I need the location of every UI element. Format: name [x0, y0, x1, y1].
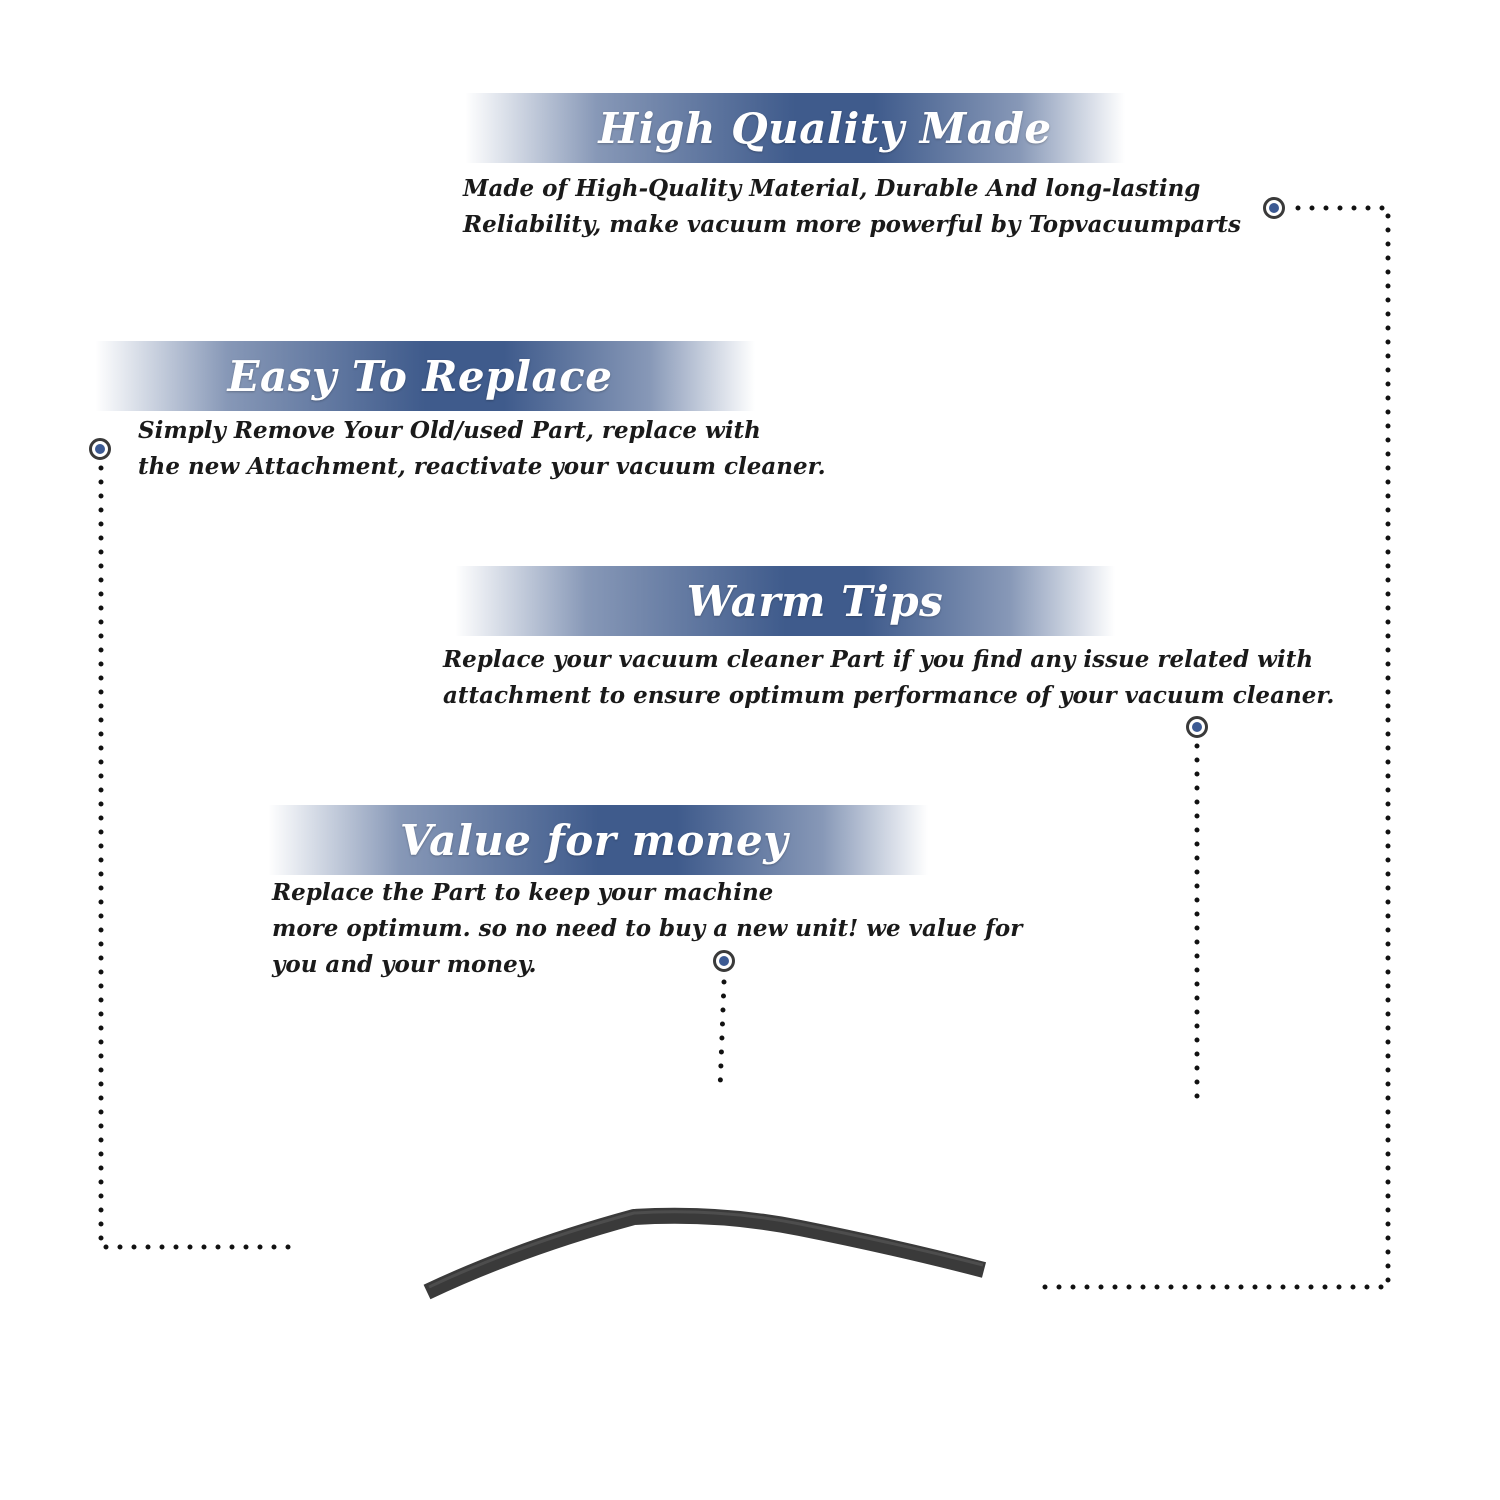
- description-line: you and your money.: [272, 951, 537, 978]
- banner-easy-replace: Easy To Replace: [95, 341, 755, 411]
- section-title: Easy To Replace: [227, 351, 613, 401]
- banner-warm-tips: Warm Tips: [455, 566, 1115, 636]
- description-line: the new Attachment, reactivate your vacu…: [138, 453, 826, 480]
- target-dot-icon: [89, 438, 111, 460]
- section-description: Replace your vacuum cleaner Part if you …: [443, 642, 1334, 714]
- section-title: High Quality Made: [598, 103, 1052, 153]
- section-description: Made of High-Quality Material, Durable A…: [463, 171, 1241, 243]
- description-line: Replace your vacuum cleaner Part if you …: [443, 646, 1314, 673]
- target-dot-icon: [1263, 197, 1285, 219]
- connector-value-money: [717, 979, 727, 1093]
- connector-easy-replace: [98, 465, 298, 1250]
- target-dot-icon: [713, 950, 735, 972]
- section-title: Value for money: [399, 815, 789, 865]
- description-line: Made of High-Quality Material, Durable A…: [463, 175, 1201, 202]
- description-line: more optimum. so no need to buy a new un…: [272, 915, 1023, 942]
- description-line: attachment to ensure optimum performance…: [443, 682, 1335, 709]
- target-dot-icon: [1186, 716, 1208, 738]
- banner-high-quality: High Quality Made: [465, 93, 1125, 163]
- section-description: Simply Remove Your Old/used Part, replac…: [138, 413, 826, 485]
- banner-value-money: Value for money: [268, 805, 928, 875]
- description-line: Reliability, make vacuum more powerful b…: [463, 211, 1241, 238]
- connector-high-quality: [1035, 205, 1391, 1290]
- section-description: Replace the Part to keep your machine mo…: [272, 875, 1022, 983]
- description-line: Simply Remove Your Old/used Part, replac…: [138, 417, 761, 444]
- section-title: Warm Tips: [686, 576, 944, 626]
- description-line: Replace the Part to keep your machine: [272, 879, 774, 906]
